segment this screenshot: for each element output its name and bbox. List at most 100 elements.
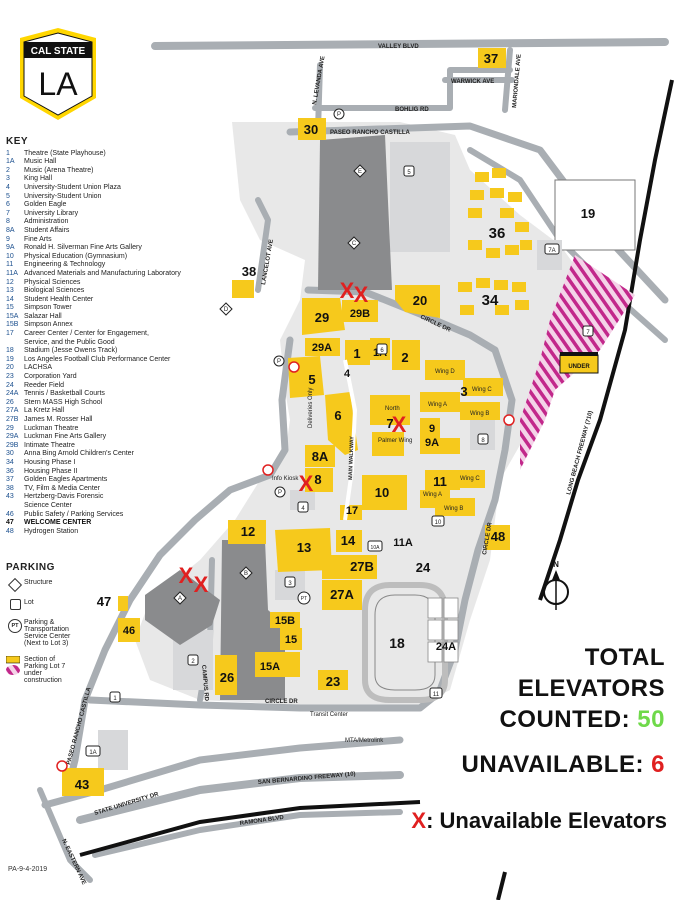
- bldg-8a-label: 8A: [312, 449, 329, 464]
- ps-d-marker: D: [219, 302, 233, 316]
- bldg-29a-shape: [305, 338, 340, 356]
- bldg-11-b-shape: [435, 498, 475, 516]
- parking-legend: PARKING Structure Lot PT Parking & Trans…: [6, 562, 116, 693]
- ramona-blvd-road: [92, 809, 403, 858]
- key-item-name: Luckman Fine Arts Gallery: [24, 433, 107, 441]
- building-labels: 37 30 19 36 34 38 20 29 29B 29A 1 1A 2 4…: [75, 51, 595, 792]
- bldg-26-shape: [215, 655, 237, 695]
- lot-1-marker: 1: [109, 691, 121, 703]
- info-kiosk-label: Info Kiosk: [272, 476, 299, 482]
- key-item-name: Luckman Theatre: [24, 424, 79, 432]
- key-item-name: LACHSA: [24, 364, 53, 372]
- main-walkway-label: MAIN WALKWAY: [348, 436, 356, 480]
- ps-a-marker: A: [173, 591, 187, 605]
- bldg-27a-label: 27A: [330, 587, 354, 602]
- lot-1a-marker: 1A: [85, 745, 101, 757]
- parking-structure-e: [318, 135, 392, 290]
- key-item-name: University-Student Union Plaza: [24, 183, 121, 191]
- key-item-name: Student Affairs: [24, 226, 70, 234]
- ps-e-marker: E: [353, 164, 367, 178]
- bldg-8-label: 8: [314, 472, 321, 487]
- p-marker-3: P: [274, 486, 286, 498]
- parking-title: PARKING: [6, 562, 55, 573]
- wing-a-11-label: Wing A: [423, 492, 442, 498]
- key-item-number: 1: [6, 149, 10, 157]
- key-item-number: 37: [6, 476, 14, 484]
- bldg-7-palmer-shape: [372, 432, 404, 456]
- bldg-20-shape: [395, 285, 440, 318]
- construction-line-1: Section of: [24, 656, 56, 663]
- palmer-wing-label: Palmer Wing: [378, 438, 412, 444]
- place-labels: Deliveries Only Info Kiosk Transit Cente…: [272, 369, 492, 744]
- bldg-48-label: 48: [491, 529, 505, 544]
- street-bohlig-rd: BOHLIG RD: [395, 107, 429, 113]
- key-item-number: 12: [6, 278, 14, 286]
- key-item-name: Theatre (State Playhouse): [24, 149, 106, 157]
- bldg-19-label: 19: [581, 206, 595, 221]
- key-item-name: Public Safety / Parking Services: [24, 510, 124, 518]
- key-item-number: 9A: [6, 244, 15, 252]
- svg-text:5: 5: [407, 170, 411, 176]
- key-item-number: 30: [6, 450, 14, 458]
- key-item-number: 26: [6, 398, 14, 406]
- svg-text:6: 6: [380, 348, 384, 354]
- bldg-43-shape: [62, 768, 104, 796]
- key-item-number: 36: [6, 467, 14, 475]
- key-item-name: Los Angeles Football Club Performance Ce…: [24, 355, 171, 363]
- key-item-number: 27A: [6, 407, 19, 415]
- key-item-name: Music Hall: [24, 158, 57, 166]
- key-item-name: La Kretz Hall: [24, 407, 65, 415]
- bldg-37-shape: [478, 48, 506, 68]
- structure-icon: [7, 577, 23, 593]
- lot-7-marker: 7: [582, 325, 594, 337]
- key-item-number: [6, 502, 24, 511]
- sb-freeway-black: [79, 800, 421, 857]
- key-item-name: Service, and the Public Good: [24, 338, 115, 346]
- bldg-27a-shape: [322, 580, 362, 610]
- parking-labels: E C D B A 5 6 7A 7 8 10 10A 4 3 2 11 1A …: [85, 108, 594, 757]
- key-item-name: Science Center: [24, 501, 72, 509]
- parking-lot-label: Lot: [24, 599, 34, 606]
- circle-dr-bottom-road: [86, 688, 444, 712]
- key-item-name: Advanced Materials and Manufacturing Lab…: [24, 269, 181, 277]
- key-item-name: Housing Phase II: [24, 467, 78, 475]
- street-circle-right: CIRCLE DR: [482, 521, 494, 555]
- key-item-number: 19: [6, 355, 14, 363]
- key-item-number: 2: [6, 166, 10, 174]
- west-loop-road: [81, 336, 294, 704]
- lot-10-marker: 10: [431, 515, 445, 527]
- key-item: 19 Los Angeles Football Club Performance …: [6, 356, 218, 365]
- x-mark-29b-b: X: [354, 282, 369, 307]
- parking-structure-row: Structure: [6, 577, 116, 593]
- unavailable-label: UNAVAILABLE:: [461, 751, 644, 778]
- bldg-15-shape: [280, 628, 302, 650]
- lancelot-ave-road: [255, 197, 271, 293]
- svg-text:B: B: [244, 571, 248, 577]
- key-item-number: 11A: [6, 269, 18, 277]
- bldg-4-label: 4: [344, 368, 351, 380]
- bldg-11-shape: [425, 470, 460, 490]
- x-legend-symbol: X: [411, 808, 427, 833]
- bldg-24a-label: 24A: [436, 641, 456, 653]
- key-item-number: 43: [6, 493, 14, 501]
- bldg-27b-label: 27B: [350, 559, 374, 574]
- key-item-number: 5: [6, 192, 10, 200]
- bldg-43-label: 43: [75, 777, 89, 792]
- bldg-48-shape: [485, 525, 510, 550]
- key-item-number: 27B: [6, 416, 19, 423]
- compass-n: N: [553, 560, 559, 569]
- bldg-26-label: 26: [220, 670, 234, 685]
